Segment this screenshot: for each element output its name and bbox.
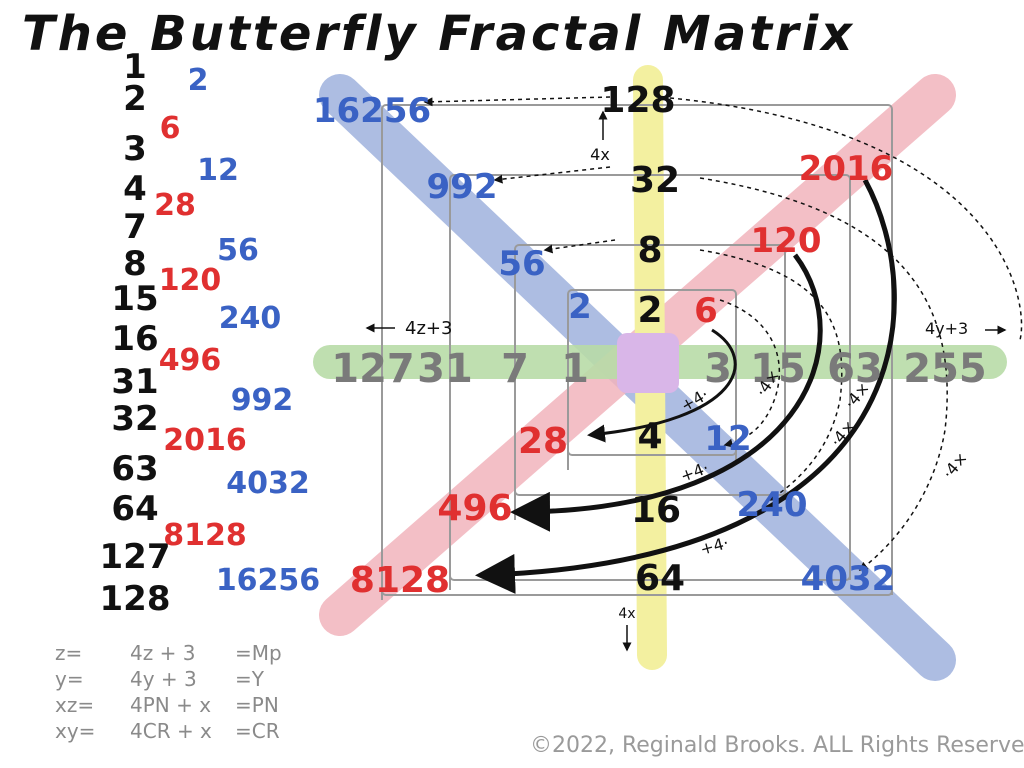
- left-black-number: 2: [123, 79, 147, 119]
- left-blue-number: 992: [231, 383, 294, 418]
- formula-lhs: xz=: [55, 693, 94, 717]
- left-red-number: 6: [160, 111, 181, 146]
- green-axis-number: 15: [750, 346, 806, 392]
- red-band-number: 6: [694, 291, 718, 331]
- blue-band-number: 992: [427, 167, 498, 207]
- blue-band-number: 2: [568, 287, 592, 327]
- blue-band-number: 16256: [313, 91, 431, 131]
- left-black-number: 127: [100, 537, 171, 577]
- page-title: The Butterfly Fractal Matrix: [22, 6, 855, 62]
- left-black-number: 63: [111, 449, 158, 489]
- green-axis-number: 7: [501, 346, 529, 392]
- left-red-number: 8128: [163, 518, 247, 553]
- left-black-number: 128: [100, 579, 171, 619]
- plus4-label: +4·: [678, 458, 711, 486]
- rule-up-label: 4x: [590, 145, 610, 164]
- left-blue-number: 240: [219, 301, 282, 336]
- green-axis-number: 31: [417, 346, 473, 392]
- green-axis-number: 127: [331, 346, 415, 392]
- times4-label: ·4×: [939, 448, 972, 482]
- left-black-number: 64: [111, 489, 158, 529]
- left-red-number: 28: [154, 188, 196, 223]
- formula-lhs: y=: [55, 667, 84, 691]
- green-axis-number: 255: [903, 346, 987, 392]
- red-band-number: 8128: [350, 560, 450, 601]
- rule-down-label: 4x: [618, 606, 635, 622]
- left-black-number: 7: [123, 207, 147, 247]
- left-black-number: 3: [123, 129, 147, 169]
- blue-band-number: 240: [737, 485, 808, 525]
- green-axis-number: 3: [704, 346, 732, 392]
- left-black-number: 4: [123, 169, 147, 209]
- formula-lhs: xy=: [55, 719, 95, 743]
- left-black-number: 31: [111, 362, 158, 402]
- red-band-number: 2016: [799, 149, 894, 189]
- rule-arrows: [365, 110, 1007, 652]
- yellow-axis-number: 16: [631, 490, 681, 531]
- left-blue-number: 16256: [216, 563, 320, 598]
- left-blue-number: 56: [217, 233, 259, 268]
- left-blue-number: 12: [197, 153, 239, 188]
- formula-mid: 4PN + x: [130, 693, 211, 717]
- rule-left-label: 4z+3: [405, 318, 452, 339]
- formula-lhs: z=: [55, 641, 82, 665]
- formula-mid: 4z + 3: [130, 641, 195, 665]
- left-black-number: 15: [111, 279, 158, 319]
- red-band-number: 120: [751, 221, 822, 261]
- left-red-number: 2016: [163, 423, 247, 458]
- yellow-axis-number: 32: [630, 160, 680, 201]
- grid-lines: [381, 104, 893, 600]
- formula-rhs: =CR: [235, 719, 280, 743]
- copyright-text: ©2022, Reginald Brooks. ALL Rights Reser…: [530, 733, 1024, 758]
- solid-arrows: [475, 178, 897, 594]
- blue-band-number: 56: [498, 244, 545, 284]
- formula-rhs: =Y: [235, 667, 265, 691]
- left-blue-number: 4032: [226, 466, 310, 501]
- center-square: [617, 333, 679, 393]
- left-red-number: 496: [159, 343, 222, 378]
- green-axis-number: 63: [827, 346, 883, 392]
- red-band-number: 28: [518, 421, 568, 462]
- yellow-axis-number: 64: [635, 558, 685, 599]
- formula-mid: 4CR + x: [130, 719, 212, 743]
- left-red-number: 120: [159, 263, 222, 298]
- times4-label: ·4×: [827, 416, 860, 450]
- left-black-number: 8: [123, 244, 147, 284]
- formula-rhs: =PN: [235, 693, 279, 717]
- rule-right-label: 4y+3: [925, 319, 968, 338]
- red-band-number: 496: [437, 488, 512, 529]
- left-black-number: 16: [111, 319, 158, 359]
- yellow-axis-number: 2: [637, 290, 662, 331]
- yellow-axis-number: 128: [600, 80, 675, 121]
- formula-rhs: =Mp: [235, 641, 282, 665]
- dashed-arrows: [423, 96, 1023, 571]
- blue-band-number: 4032: [801, 559, 896, 599]
- formula-mid: 4y + 3: [130, 667, 197, 691]
- yellow-axis-number: 4: [637, 416, 662, 457]
- yellow-axis-number: 8: [637, 230, 662, 271]
- left-black-number: 32: [111, 399, 158, 439]
- blue-band-number: 12: [704, 419, 751, 459]
- left-blue-number: 2: [188, 63, 209, 98]
- left-black-number: 1: [123, 47, 147, 87]
- green-axis-number: 1: [561, 346, 589, 392]
